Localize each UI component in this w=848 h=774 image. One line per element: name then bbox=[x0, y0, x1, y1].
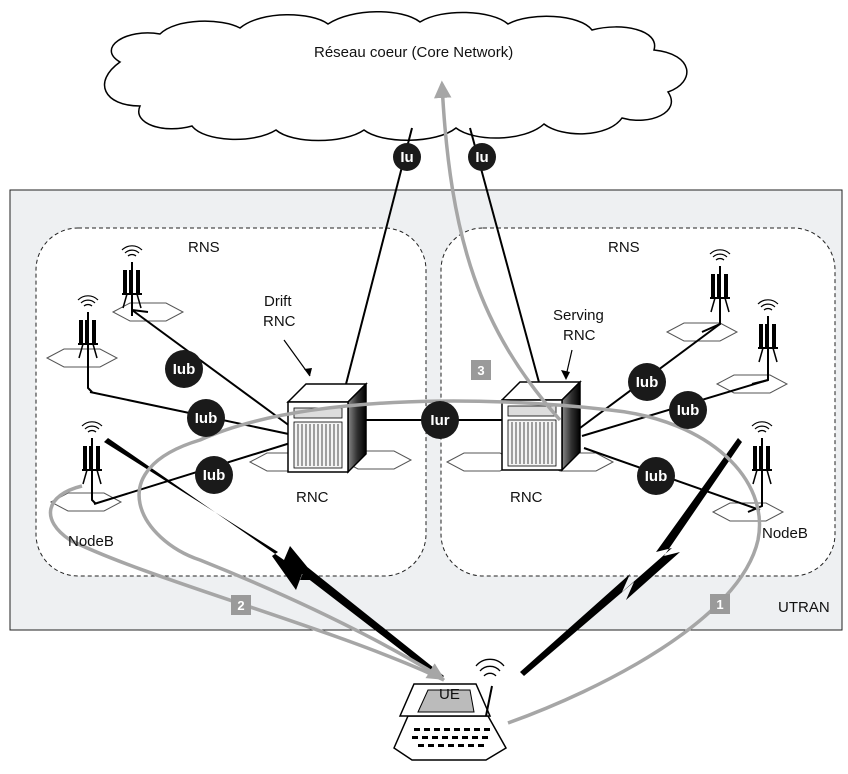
core-network-cloud bbox=[103, 11, 688, 142]
serving-rnc-label: RNC bbox=[510, 489, 543, 506]
serving-rnc-role-line2: RNC bbox=[563, 327, 596, 344]
iu-link-drift bbox=[344, 127, 413, 389]
rns-left-area bbox=[35, 227, 427, 577]
iub-bubble: Iub bbox=[195, 456, 233, 494]
data-paths bbox=[48, 80, 762, 725]
step-badge-1: 1 bbox=[710, 594, 730, 614]
iub-bubble: Iub bbox=[187, 399, 225, 437]
utran-label: UTRAN bbox=[778, 599, 830, 616]
iu-bubble-serving: Iu bbox=[468, 143, 496, 171]
iu-bubble-drift: Iu bbox=[393, 143, 421, 171]
drift-rnc-label: RNC bbox=[296, 489, 329, 506]
iub-label: Iub bbox=[203, 467, 226, 484]
iub-label: Iub bbox=[645, 468, 668, 485]
iub-label: Iub bbox=[677, 402, 700, 419]
step-badge-2: 2 bbox=[231, 595, 251, 615]
iub-bubble: Iub bbox=[637, 457, 675, 495]
svg-text:1: 1 bbox=[716, 597, 723, 612]
rns-left-label: RNS bbox=[188, 239, 220, 256]
iub-bubble: Iub bbox=[628, 363, 666, 401]
drift-rnc-role-line1: Drift bbox=[264, 293, 292, 310]
iur-bubble: Iur bbox=[421, 401, 459, 439]
iu-label: Iu bbox=[475, 149, 488, 166]
iu-label: Iu bbox=[400, 149, 413, 166]
ue-label: UE bbox=[439, 686, 460, 703]
iub-label: Iub bbox=[173, 361, 196, 378]
iu-link-serving bbox=[469, 127, 541, 387]
iur-label: Iur bbox=[430, 412, 449, 429]
iub-bubble: Iub bbox=[165, 350, 203, 388]
rns-right-label: RNS bbox=[608, 239, 640, 256]
nodeb-left-label: NodeB bbox=[68, 533, 114, 550]
ue-terminal bbox=[393, 658, 508, 761]
drift-rnc bbox=[287, 383, 367, 473]
drift-rnc-role-line2: RNC bbox=[263, 313, 296, 330]
serving-rnc-role-line1: Serving bbox=[553, 307, 604, 324]
svg-text:2: 2 bbox=[237, 598, 244, 613]
core-network-label: Réseau coeur (Core Network) bbox=[314, 44, 513, 61]
iub-bubble: Iub bbox=[669, 391, 707, 429]
svg-text:3: 3 bbox=[477, 363, 484, 378]
nodeb-right-label: NodeB bbox=[762, 525, 808, 542]
iub-label: Iub bbox=[195, 410, 218, 427]
iub-label: Iub bbox=[636, 374, 659, 391]
step-badge-3: 3 bbox=[471, 360, 491, 380]
radio-links bbox=[104, 438, 742, 680]
